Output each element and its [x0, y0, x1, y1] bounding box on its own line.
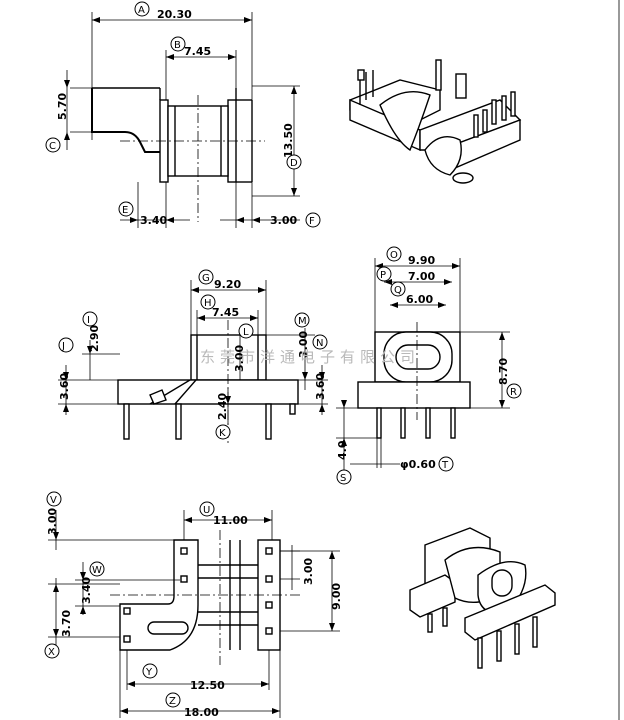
label-i-circle [82, 311, 98, 327]
dim-s-value: 4.0 [336, 440, 349, 460]
watermark-text: 东莞市洋通电子有限公司 [200, 348, 420, 366]
label-p: P [380, 270, 386, 281]
dim-j-value: 3.60 [58, 373, 71, 400]
label-h: H [204, 298, 212, 309]
label-s-circle [336, 469, 352, 485]
dim-t-value: φ0.60 [400, 458, 436, 471]
label-v: V [50, 495, 57, 506]
isometric-view-bottom [409, 527, 556, 669]
label-m-circle [294, 312, 310, 328]
label-c-circle [45, 137, 61, 153]
label-w-circle [89, 561, 105, 577]
label-v-circle [46, 491, 62, 507]
dim-d-value: 13.50 [282, 123, 295, 158]
label-p-circle [376, 266, 392, 282]
label-z-circle [165, 692, 181, 708]
label-w: W [92, 565, 102, 576]
label-n-circle [312, 334, 328, 350]
label-j-circle [58, 337, 74, 353]
label-t-circle [438, 456, 454, 472]
dim-c-value: 5.70 [56, 93, 69, 120]
bottom-view: 11.00 U 3.00 V [44, 491, 343, 719]
dim-height-value: 9.00 [330, 583, 343, 610]
label-o-circle [386, 246, 402, 262]
dim-v-value: 3.00 [46, 508, 59, 535]
label-x: X [48, 647, 55, 658]
label-a-circle [134, 1, 150, 17]
label-l: L [243, 327, 249, 338]
dim-pitch-value: 3.00 [302, 558, 315, 585]
label-l-circle [238, 323, 254, 339]
label-q-circle [390, 281, 406, 297]
dim-e-value: 3.40 [140, 214, 167, 227]
dim-f-value: 3.00 [270, 214, 297, 227]
label-j: J [61, 341, 65, 352]
label-g: G [202, 273, 210, 284]
label-i: I [87, 315, 90, 326]
dim-q-value: 6.00 [406, 293, 433, 306]
top-view: 20.30 A 7.45 B 5.70 C [45, 1, 321, 228]
dim-a-value: 20.30 [157, 8, 192, 21]
label-y-circle [142, 663, 158, 679]
dim-w-value: 3.40 [80, 577, 93, 604]
dim-l-value: 3.00 [233, 345, 246, 372]
label-a: A [138, 5, 145, 16]
dim-i-value: 2.90 [88, 325, 101, 352]
label-e: E [122, 205, 128, 216]
dim-o-value: 9.90 [408, 254, 435, 267]
side-view: 9.90 O 7.00 P 6.00 Q 8.70 R [336, 246, 522, 485]
dim-p-value: 7.00 [408, 270, 435, 283]
dim-r-value: 8.70 [497, 358, 510, 385]
dim-m-value: 3.00 [297, 331, 310, 358]
label-c: C [49, 141, 56, 152]
dim-b-value: 7.45 [184, 45, 211, 58]
label-q: Q [394, 285, 402, 296]
dim-k-value: 2.40 [216, 393, 229, 420]
label-z: Z [169, 696, 176, 707]
label-b-circle [170, 36, 186, 52]
dim-n-value: 3.60 [314, 373, 327, 400]
dim-y-value: 12.50 [190, 679, 225, 692]
isometric-view-top [349, 59, 522, 184]
label-d-circle [286, 154, 302, 170]
label-o: O [390, 250, 398, 261]
dim-z-value: 18.00 [184, 706, 219, 719]
label-m: M [298, 316, 307, 327]
dim-h-value: 7.45 [212, 306, 239, 319]
label-d: D [290, 158, 298, 169]
label-h-circle [200, 294, 216, 310]
label-r: R [510, 387, 517, 398]
front-view: 9.20 G 7.45 H 2.90 I [58, 269, 328, 445]
label-k-circle [215, 424, 231, 440]
label-b: B [174, 40, 181, 51]
label-f-circle [305, 212, 321, 228]
dim-x-value: 3.70 [60, 610, 73, 637]
label-f: F [309, 216, 315, 227]
label-k: K [219, 428, 226, 439]
label-t: T [441, 460, 449, 471]
label-g-circle [198, 269, 214, 285]
label-n: N [316, 338, 323, 349]
label-s: S [340, 473, 346, 484]
label-e-circle [118, 201, 134, 217]
label-u-circle [199, 501, 215, 517]
label-y: Y [145, 667, 153, 678]
label-u: U [203, 505, 210, 516]
label-x-circle [44, 643, 60, 659]
dim-u-value: 11.00 [213, 514, 248, 527]
dim-g-value: 9.20 [214, 278, 241, 291]
label-r-circle [506, 383, 522, 399]
